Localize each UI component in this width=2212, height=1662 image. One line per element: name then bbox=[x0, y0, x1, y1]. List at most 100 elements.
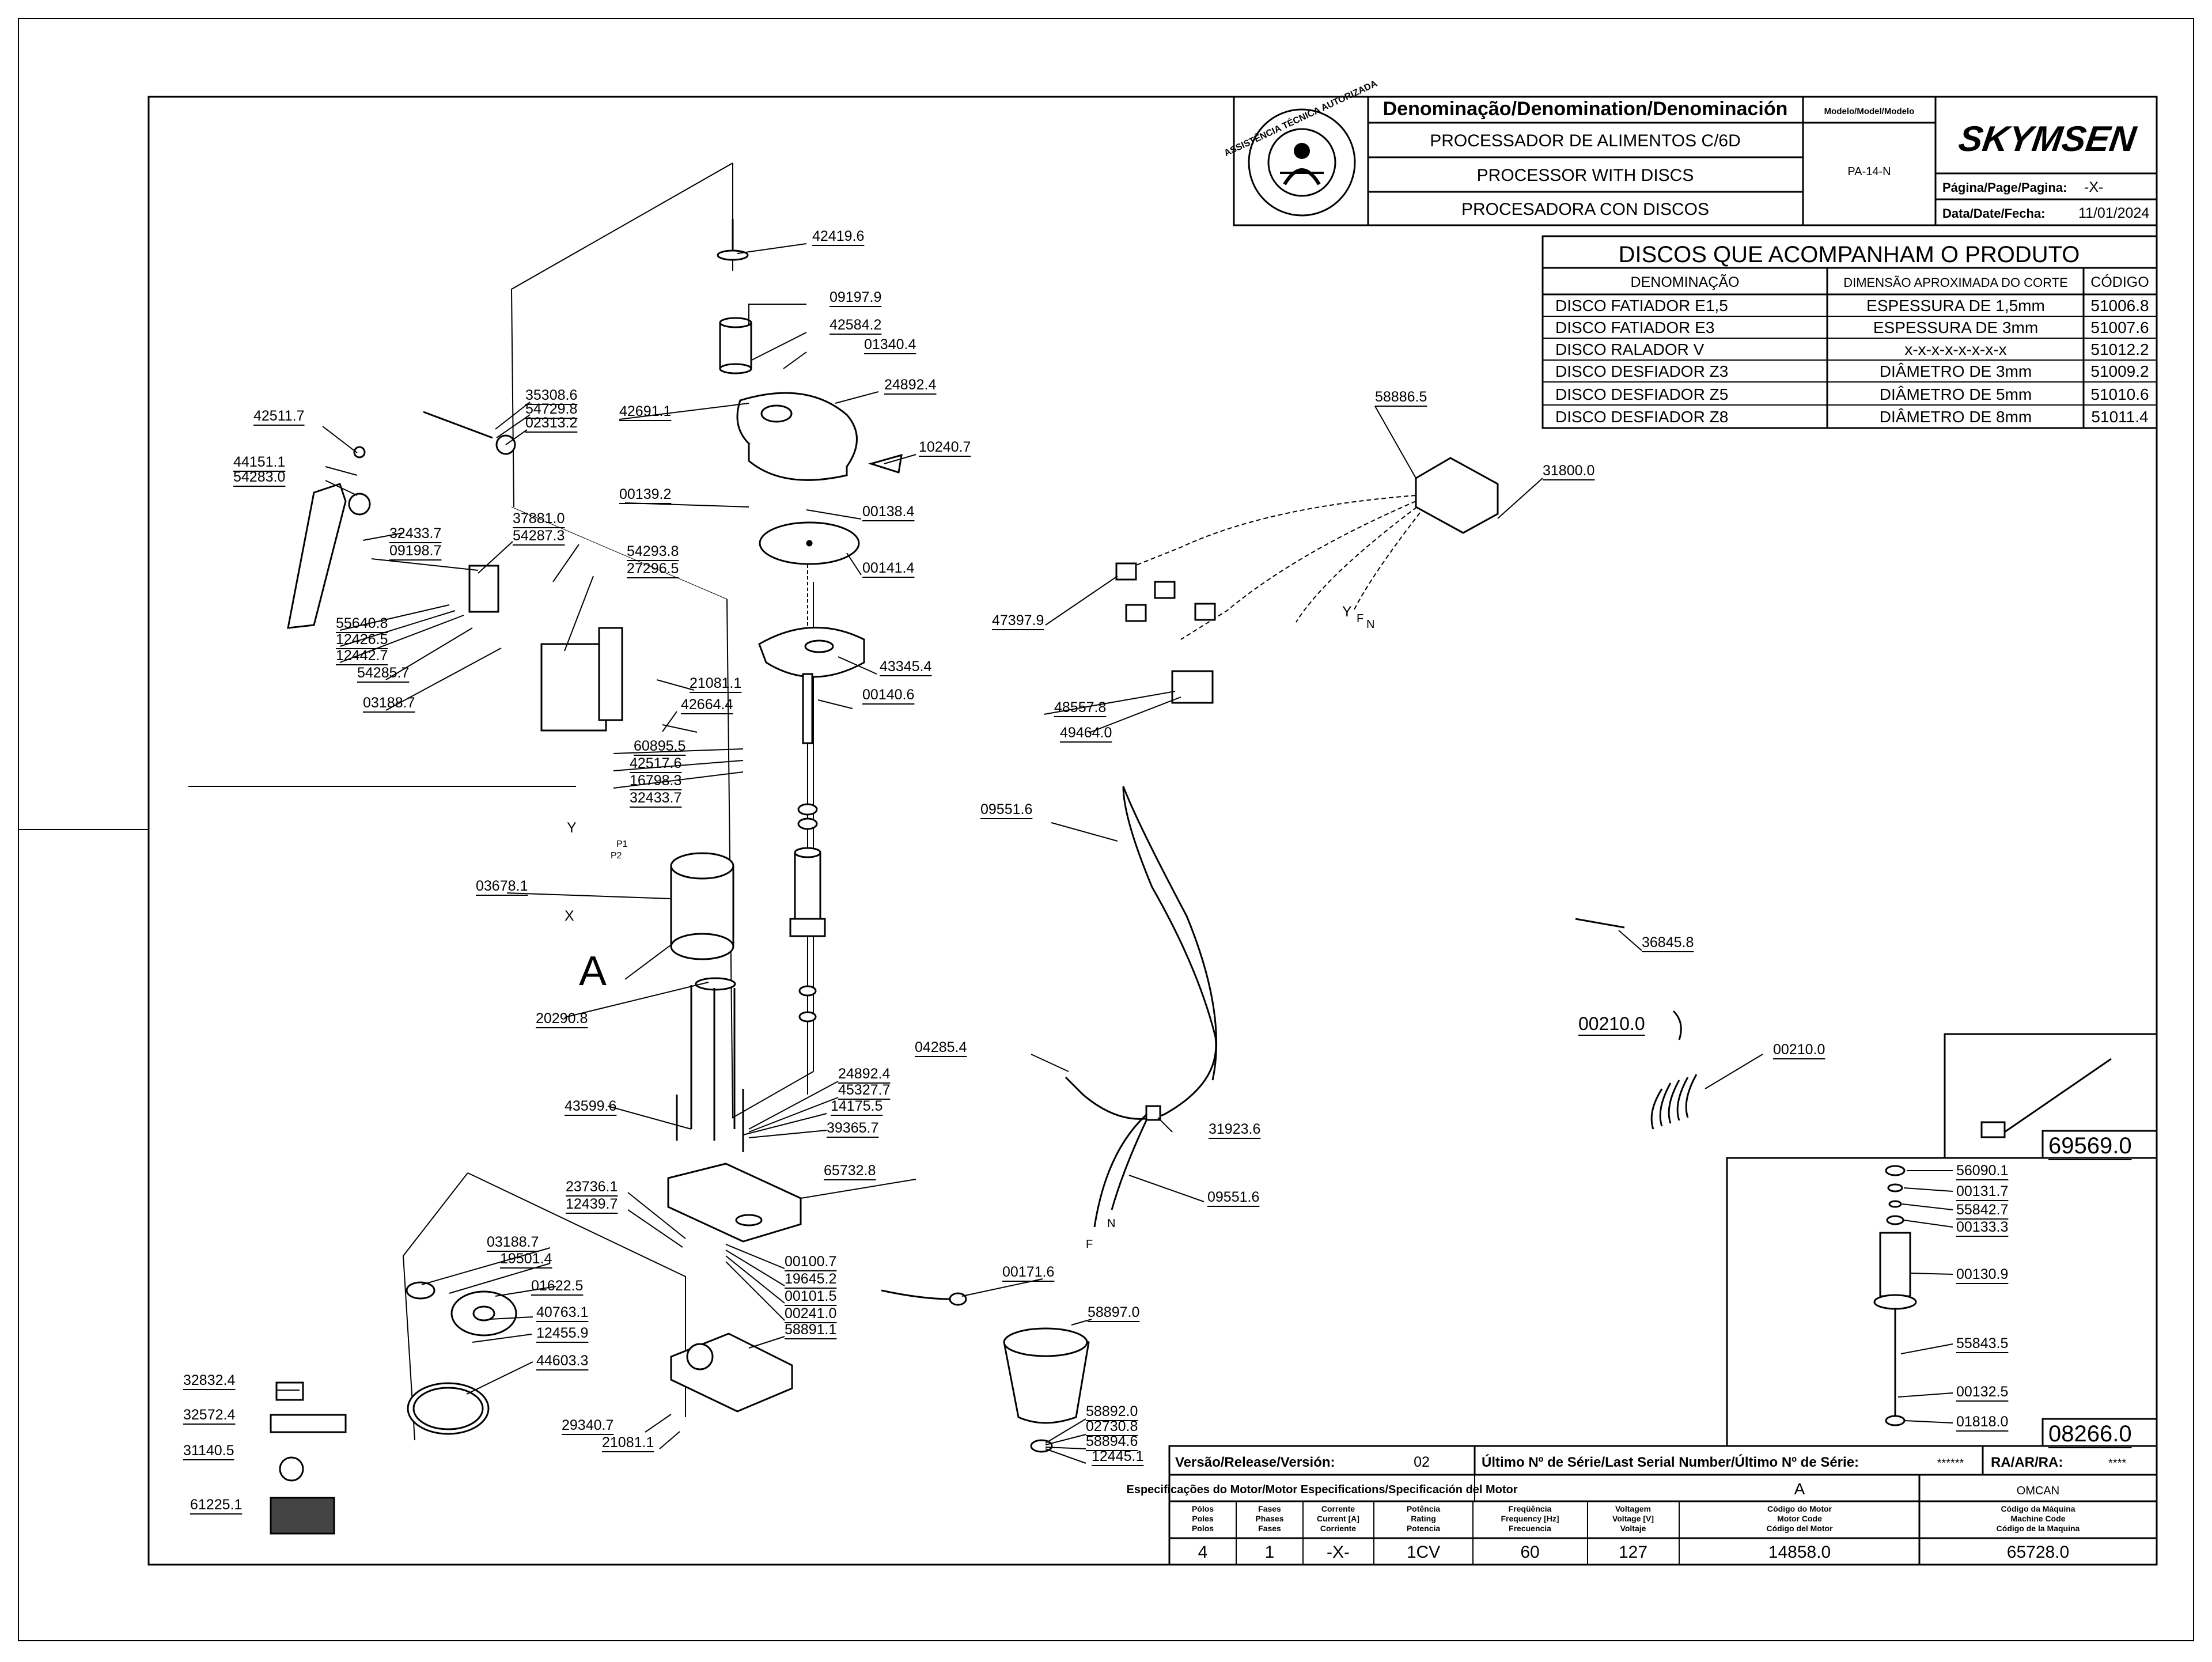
handle-lever bbox=[287, 411, 516, 629]
shaft-assembly bbox=[789, 673, 826, 1023]
discs-table-grid bbox=[1541, 235, 2158, 429]
discs-col-name: DENOMINAÇÃO bbox=[1631, 274, 1740, 290]
motor-spec-header: Frecuencia bbox=[1509, 1524, 1551, 1533]
cable-f: F bbox=[1086, 1238, 1093, 1251]
part-label: 43599.6 bbox=[565, 1098, 616, 1114]
part-label: 43345.4 bbox=[880, 658, 931, 675]
inner-frame bbox=[147, 96, 2158, 1566]
part-label: 36845.8 bbox=[1642, 934, 1694, 951]
part-label: 23736.1 bbox=[566, 1179, 618, 1195]
part-label: 00100.7 bbox=[785, 1254, 836, 1270]
part-label: 00210.0 bbox=[1578, 1013, 1645, 1034]
title-pt: PROCESSADOR DE ALIMENTOS C/6D bbox=[1430, 131, 1741, 150]
part-label: 37881.0 bbox=[513, 510, 565, 527]
discs-col-code: CÓDIGO bbox=[2090, 274, 2149, 290]
ra-label: RA/AR/RA: bbox=[1991, 1455, 2063, 1470]
feed-tube-pusher bbox=[717, 219, 752, 374]
part-label: 48557.8 bbox=[1054, 699, 1106, 715]
part-label: 14175.5 bbox=[831, 1098, 882, 1114]
part-label: 44603.3 bbox=[536, 1353, 588, 1369]
motor-spec-header: Fases bbox=[1258, 1524, 1281, 1533]
motor-spec-header: Corrente bbox=[1321, 1504, 1355, 1513]
motor-spec-header: Pólos bbox=[1192, 1504, 1214, 1513]
part-label: 58886.5 bbox=[1375, 389, 1427, 405]
manufacturer: OMCAN bbox=[2017, 1485, 2059, 1497]
part-label: 58892.0 bbox=[1086, 1403, 1138, 1419]
part-label: 55843.5 bbox=[1956, 1335, 2008, 1351]
part-label: 04285.4 bbox=[915, 1039, 967, 1055]
motor-spec-header: Código de la Maquina bbox=[1997, 1524, 2080, 1533]
motor-spec-header: Current [A] bbox=[1317, 1514, 1359, 1523]
motor-spec-header: Voltaje bbox=[1620, 1524, 1646, 1533]
disc-name: DISCO DESFIADOR Z3 bbox=[1555, 362, 1728, 380]
part-label: 09197.9 bbox=[830, 289, 881, 305]
part-label: 00133.3 bbox=[1956, 1219, 2008, 1235]
motor-spec-value: 60 bbox=[1520, 1543, 1539, 1562]
wire-p1: P1 bbox=[616, 839, 628, 849]
ra-value: **** bbox=[2108, 1457, 2126, 1470]
part-label: 32433.7 bbox=[630, 790, 681, 806]
part-label: 24892.4 bbox=[838, 1066, 890, 1082]
label-icons bbox=[270, 1381, 347, 1535]
wire-y: Y bbox=[567, 820, 577, 836]
connector-a bbox=[1115, 562, 1137, 581]
part-label: 32832.4 bbox=[183, 1372, 235, 1388]
motor-spec-header: Phases bbox=[1255, 1514, 1283, 1523]
title-block bbox=[1233, 96, 2158, 226]
motor-spec-header: Motor Code bbox=[1777, 1514, 1822, 1523]
part-label: 00130.9 bbox=[1956, 1266, 2008, 1282]
part-label: 10240.7 bbox=[919, 439, 971, 455]
part-label: 12455.9 bbox=[536, 1325, 588, 1341]
part-label: 01818.0 bbox=[1956, 1414, 2008, 1430]
part-label: 54729.8 bbox=[525, 401, 577, 417]
model-code: PA-14-N bbox=[1847, 165, 1891, 178]
detail-box-frames bbox=[1726, 1033, 2158, 1447]
part-label: 24892.4 bbox=[884, 377, 936, 393]
motor-spec-value: 1 bbox=[1265, 1543, 1275, 1562]
serial-label: Último Nº de Série/Last Serial Number/Úl… bbox=[1482, 1454, 1859, 1470]
part-label: 03188.7 bbox=[363, 695, 415, 711]
part-label: 35308.6 bbox=[525, 387, 577, 403]
part-label: 12439.7 bbox=[566, 1196, 618, 1212]
motor-plate bbox=[667, 1163, 802, 1243]
disc-dimension: DIÂMETRO DE 3mm bbox=[1880, 362, 2032, 380]
disc-dimension: ESPESSURA DE 1,5mm bbox=[1866, 297, 2045, 315]
part-label: 19501.4 bbox=[500, 1251, 552, 1267]
part-label: 01340.4 bbox=[864, 336, 916, 353]
motor-spec-header: Código del Motor bbox=[1766, 1524, 1833, 1533]
part-label: 00138.4 bbox=[862, 503, 914, 520]
motor-spec-header: Poles bbox=[1192, 1514, 1214, 1523]
part-label: 19645.2 bbox=[785, 1271, 836, 1287]
model-heading: Modelo/Model/Modelo bbox=[1824, 107, 1915, 116]
version-value: 02 bbox=[1414, 1454, 1430, 1470]
part-label: 00131.7 bbox=[1956, 1183, 2008, 1199]
motor-spec-value: 4 bbox=[1198, 1543, 1208, 1562]
disc-name: DISCO FATIADOR E3 bbox=[1555, 319, 1714, 336]
part-label: 00141.4 bbox=[862, 560, 914, 576]
motor-spec-header: Freqüência bbox=[1509, 1504, 1552, 1513]
part-label: 54293.8 bbox=[627, 543, 679, 559]
part-label: 39365.7 bbox=[827, 1120, 878, 1136]
motor-spec-header: Fases bbox=[1258, 1504, 1281, 1513]
motor-spec-header: Voltagem bbox=[1615, 1504, 1651, 1513]
part-label: 00171.6 bbox=[1002, 1264, 1054, 1280]
authorized-seal: ASSISTÊNCIA TÉCNICA AUTORIZADA bbox=[1222, 78, 1379, 217]
motor-spec-header: Rating bbox=[1411, 1514, 1436, 1523]
motor-variant: A bbox=[1794, 1480, 1805, 1498]
motor-spec-header: Potência bbox=[1407, 1504, 1441, 1513]
brand-logo: SKYMSEN bbox=[1956, 119, 2139, 159]
disc-name: DISCO DESFIADOR Z5 bbox=[1555, 385, 1728, 403]
denomination-heading: Denominação/Denomination/Denominación bbox=[1383, 98, 1788, 120]
part-label: 12426.5 bbox=[336, 631, 388, 648]
part-label: 42584.2 bbox=[830, 317, 881, 333]
part-label: 09198.7 bbox=[389, 543, 441, 559]
part-label: 00101.5 bbox=[785, 1288, 836, 1304]
part-label: 08266.0 bbox=[2048, 1421, 2132, 1447]
part-label: 20290.8 bbox=[536, 1010, 588, 1027]
part-label: 54285.7 bbox=[357, 665, 409, 681]
base-cover bbox=[670, 1332, 793, 1413]
motor-spec-header: Potencia bbox=[1407, 1524, 1441, 1533]
